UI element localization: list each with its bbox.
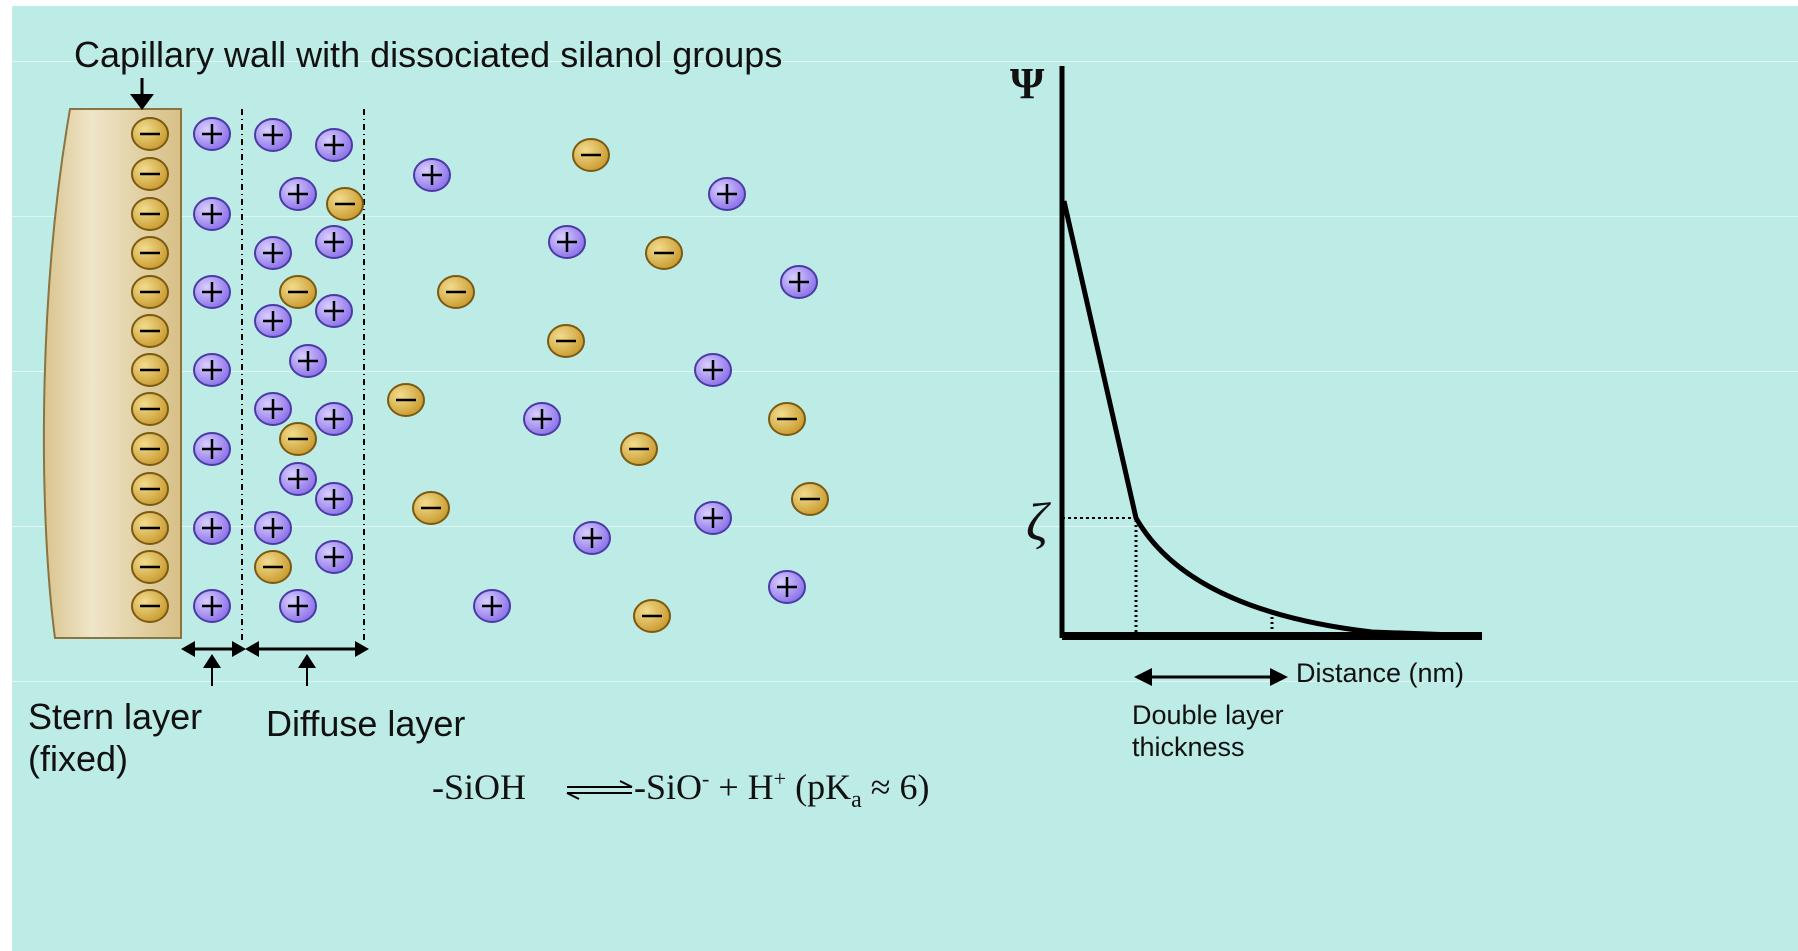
double-arrow-icon [1134,668,1152,686]
cation-icon [254,236,292,270]
potential-plot [1059,66,1483,686]
anion-icon [326,187,364,221]
anion-icon [572,138,610,172]
cation-icon [768,570,806,604]
cation-icon [193,197,231,231]
anion-icon [131,236,169,270]
equation-left: -SiOH [432,767,527,807]
anion-icon [437,275,475,309]
cation-icon [254,392,292,426]
cation-icon [780,265,818,299]
scan-line [12,216,1798,217]
cation-icon [473,589,511,623]
potential-curve [1061,200,1483,639]
cation-icon [279,177,317,211]
cation-icon [193,511,231,545]
double-arrow-icon [355,641,369,657]
scan-line [12,681,1798,682]
cation-icon [279,589,317,623]
anion-icon [131,275,169,309]
cation-icon [193,353,231,387]
cation-icon [315,128,353,162]
anion-icon [768,402,806,436]
cation-icon [315,402,353,436]
double-arrow-icon [232,641,246,657]
anion-icon [131,392,169,426]
equation-right: -SiO- + H+ (pKa ≈ 6) [634,766,930,814]
anion-icon [131,589,169,623]
anion-icon [131,353,169,387]
stern-layer-label: Stern layer [28,696,203,737]
anion-icon [279,422,317,456]
stern-fixed-label: (fixed) [28,738,129,779]
up-arrow-icon [203,654,221,668]
cation-icon [573,521,611,555]
anion-icon [791,482,829,516]
scan-line [12,61,1798,62]
double-arrow-icon [245,641,259,657]
anion-icon [131,511,169,545]
cation-icon [315,540,353,574]
silanol-equation: -SiOH -SiO- + H+ (pKa ≈ 6) [432,766,930,814]
diagram-canvas: Capillary wall with dissociated silanol … [12,6,1798,951]
cation-icon [254,511,292,545]
diffuse-layer-label: Diffuse layer [266,703,466,744]
anion-icon [131,314,169,348]
cation-icon [708,177,746,211]
cation-icon [315,294,353,328]
cation-icon [279,462,317,496]
anion-icon [254,550,292,584]
ion-group [131,117,829,633]
anion-icon [645,236,683,270]
cation-icon [193,432,231,466]
anion-icon [131,432,169,466]
cation-icon [289,344,327,378]
cation-icon [523,402,561,436]
anion-icon [387,383,425,417]
thickness-label: thickness [1132,732,1245,762]
distance-axis-label: Distance (nm) [1296,658,1465,688]
anion-icon [131,550,169,584]
anion-icon [633,599,671,633]
anion-icon [279,275,317,309]
cation-icon [413,158,451,192]
cation-icon [193,117,231,151]
cation-icon [193,589,231,623]
double-layer-diagram [42,66,1483,800]
up-arrow-icon [298,654,316,668]
anion-icon [412,491,450,525]
double-layer-label: Double layer [1132,700,1284,730]
zeta-label: ζ [1026,492,1048,552]
anion-icon [131,472,169,506]
cation-icon [193,275,231,309]
cation-icon [694,353,732,387]
cation-icon [548,225,586,259]
anion-icon [620,432,658,466]
equilibrium-arrow-icon [566,780,633,800]
cation-icon [254,304,292,338]
capillary-wall-label: Capillary wall with dissociated silanol … [74,34,783,75]
anion-icon [131,197,169,231]
cation-icon [315,482,353,516]
scan-line [12,526,1798,527]
scan-line [12,371,1798,372]
down-arrow-icon [130,94,154,110]
double-arrow-icon [181,641,195,657]
psi-label: Ψ [1010,59,1045,108]
anion-icon [131,117,169,151]
double-arrow-icon [1270,668,1288,686]
cation-icon [254,118,292,152]
anion-icon [131,157,169,191]
cation-icon [315,225,353,259]
anion-icon [547,324,585,358]
cation-icon [694,501,732,535]
